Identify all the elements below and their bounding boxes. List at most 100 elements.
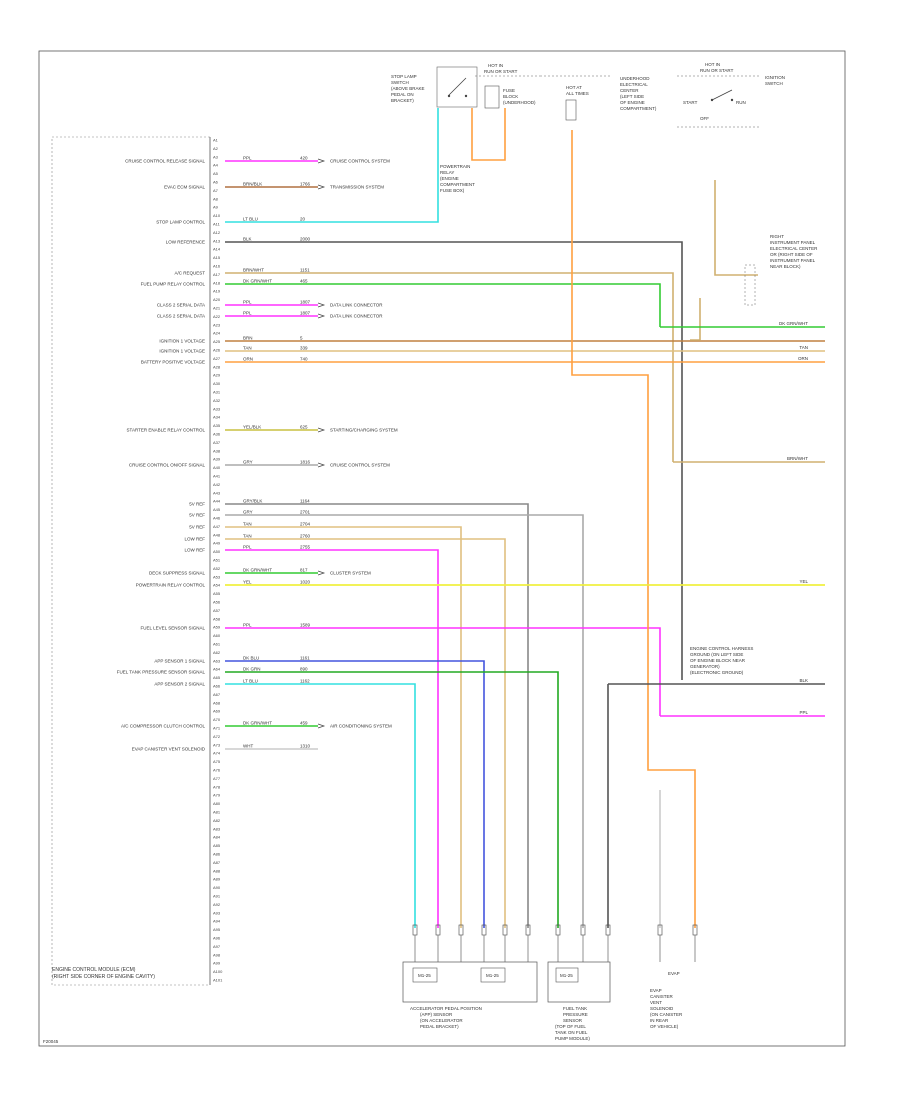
wire-color-label: PPL	[243, 300, 252, 305]
ecm-pin-label: A53	[213, 574, 221, 579]
wire-color-label: WHT	[243, 744, 253, 749]
ecm-pin-label: A47	[213, 524, 221, 529]
ecm-pin-label: A74	[213, 751, 221, 756]
svg-text:BRACKET): BRACKET)	[391, 98, 414, 103]
svg-text:BLOCK: BLOCK	[503, 94, 518, 99]
ecm-title-line-1: ENGINE CONTROL MODULE (ECM)	[52, 967, 136, 973]
ecm-pin-label: A56	[213, 600, 221, 605]
wire-color-label: PPL	[243, 545, 252, 550]
ecm-pin-label: A39	[213, 457, 221, 462]
ecm-pin-label: A76	[213, 768, 221, 773]
wire	[471, 108, 506, 161]
wire-layer	[225, 108, 825, 962]
ecm-pin-label: A20	[213, 297, 221, 302]
svg-text:(LEFT SIDE: (LEFT SIDE	[620, 94, 644, 99]
wire-color-label: DK GRN/WHT	[243, 279, 272, 284]
diagram-border	[38, 50, 846, 1047]
circuit-number: 1807	[300, 300, 311, 305]
signal-name: EVAP CANISTER VENT SOLENOID	[132, 747, 206, 752]
wire	[225, 660, 485, 928]
wire-color-label: BRN/BLK	[243, 182, 262, 187]
ecm-pin-label: A15	[213, 255, 221, 260]
ecm-pin-label: A49	[213, 541, 221, 546]
ecm-pin-label: A89	[213, 877, 221, 882]
circuit-number: 1020	[300, 580, 311, 585]
ecm-pin-label: A82	[213, 818, 221, 823]
signal-name: 5V REF	[189, 513, 205, 518]
svg-text:RUN: RUN	[736, 100, 746, 105]
ecm-pin-label: A100	[213, 969, 223, 974]
wire	[225, 671, 559, 928]
wire-color-label: DK GRN/WHT	[243, 568, 272, 573]
svg-text:GENERATOR): GENERATOR)	[690, 664, 720, 669]
ecm-pin-label: A85	[213, 843, 221, 848]
right-edge-label: DK GRN/WHT	[779, 321, 808, 326]
fuse-block-underhood: HOT IN RUN OR START FUSE BLOCK (UNDERHOO…	[475, 63, 540, 109]
svg-text:COMPARTMENT): COMPARTMENT)	[620, 106, 657, 111]
ecm-pin-label: A64	[213, 667, 221, 672]
wire-color-label: ORN	[243, 357, 253, 362]
ecm-pin-label: A26	[213, 348, 221, 353]
signal-name: LOW REF	[184, 548, 205, 553]
svg-text:RELAY: RELAY	[440, 170, 454, 175]
ecm-pin-label: A54	[213, 583, 221, 588]
ground-note: ENGINE CONTROL HARNESS GROUND (ON LEFT S…	[690, 646, 753, 675]
signal-destination: DATA LINK CONNECTOR	[330, 303, 383, 308]
svg-text:(ENGINE: (ENGINE	[440, 176, 459, 181]
ecm-pin-label: A37	[213, 440, 221, 445]
ecm-pin-label: A48	[213, 532, 221, 537]
svg-text:EVAP: EVAP	[650, 988, 662, 993]
signal-name: CRUISE CONTROL ON/OFF SIGNAL	[129, 463, 206, 468]
circuit-number: 1816	[300, 460, 311, 465]
ecm-pin-label: A21	[213, 306, 221, 311]
signal-destination: STARTING/CHARGING SYSTEM	[330, 428, 398, 433]
ecm-pin-label: A38	[213, 448, 221, 453]
wire-color-label: LT BLU	[243, 217, 258, 222]
ecm-pin-label: A29	[213, 373, 221, 378]
ecm-pin-label: A31	[213, 390, 221, 395]
ecm-pin-label: A96	[213, 936, 221, 941]
wire	[225, 514, 584, 928]
wire	[225, 241, 683, 680]
ecm-pin-label: A43	[213, 490, 221, 495]
svg-text:OR (RIGHT SIDE OF: OR (RIGHT SIDE OF	[770, 252, 813, 257]
svg-text:PEDAL BRACKET): PEDAL BRACKET)	[420, 1024, 459, 1029]
ecm-pin-label: A33	[213, 406, 221, 411]
wire-color-label: GRY/BLK	[243, 499, 262, 504]
svg-text:(ABOVE BRAKE: (ABOVE BRAKE	[391, 86, 425, 91]
ecm-pin-label: A84	[213, 835, 221, 840]
wire-color-label: YEL/BLK	[243, 425, 261, 430]
signal-destination: CRUISE CONTROL SYSTEM	[330, 463, 390, 468]
wire-color-label: PPL	[243, 311, 252, 316]
ecm-pin-label: A101	[213, 978, 223, 983]
signal-name: STARTER ENABLE RELAY CONTROL	[127, 428, 206, 433]
signal-destination: TRANSMISSION SYSTEM	[330, 185, 384, 190]
svg-text:FUSE: FUSE	[503, 88, 515, 93]
wire-arrow	[317, 462, 326, 468]
ecm-pin-label: A44	[213, 499, 221, 504]
svg-text:(TOP OF FUEL: (TOP OF FUEL	[555, 1024, 586, 1029]
signal-name: FUEL LEVEL SENSOR SIGNAL	[141, 626, 206, 631]
circuit-number: 1161	[300, 656, 310, 661]
signal-destination: DATA LINK CONNECTOR	[330, 314, 383, 319]
signal-name: CLASS 2 SERIAL DATA	[157, 303, 205, 308]
wire-color-label: TAN	[243, 522, 252, 527]
svg-text:OFF: OFF	[700, 116, 709, 121]
ecm-pin-label: A91	[213, 894, 221, 899]
wire	[714, 180, 758, 276]
ecm-pin-label: A10	[213, 213, 221, 218]
ecm-pin-label: A94	[213, 919, 221, 924]
ecm-pin-label: A18	[213, 280, 221, 285]
figure-id: F20045	[43, 1039, 59, 1044]
signal-name: A/C REQUEST	[174, 271, 205, 276]
wire	[607, 683, 825, 928]
ecm-pin-label: A87	[213, 860, 221, 865]
wire-color-label: BRN	[243, 336, 253, 341]
circuit-number: 1151	[300, 268, 310, 273]
ecm-pin-label: A22	[213, 314, 221, 319]
svg-text:M1-25: M1-25	[560, 973, 573, 978]
svg-text:POWERTRAIN: POWERTRAIN	[440, 164, 470, 169]
wire	[225, 108, 439, 223]
app-sensor: M1-25 M1-25 ACCELERATOR PEDAL POSITION (…	[402, 961, 538, 1029]
